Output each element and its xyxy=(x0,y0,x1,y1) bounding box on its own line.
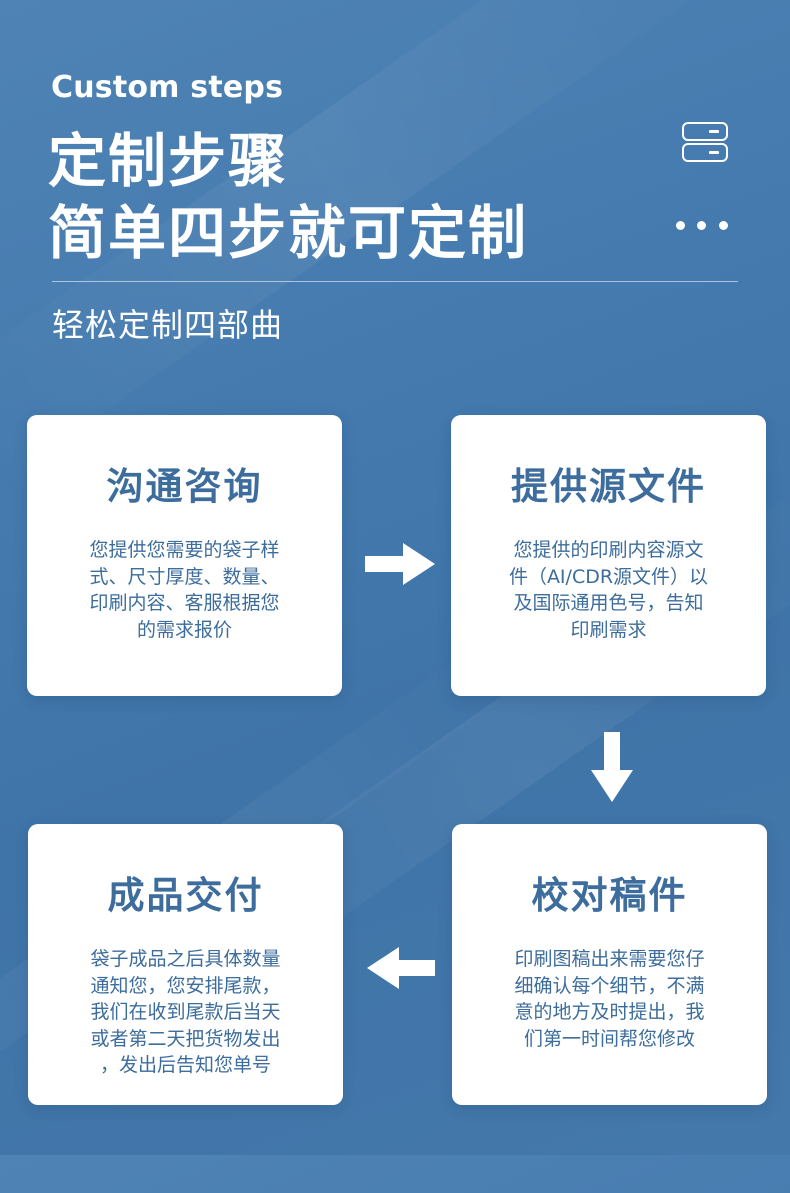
page-title-line-2: 简单四步就可定制 xyxy=(48,199,529,267)
step-description-line: 意的地方及时提出，我 xyxy=(514,1001,705,1023)
step-title: 成品交付 xyxy=(107,874,264,917)
step-description-line: 件（AI/CDR源文件）以 xyxy=(508,565,709,588)
step-description-line: 印刷内容、客服根据您 xyxy=(89,592,280,614)
step-card-proofreading: 校对稿件 印刷图稿出来需要您仔 细确认每个细节，不满 意的地方及时提出，我 们第… xyxy=(452,824,767,1105)
english-subtitle: Custom steps xyxy=(51,70,284,105)
step-card-source-file: 提供源文件 您提供的印刷内容源文 件（AI/CDR源文件）以 及国际通用色号，告… xyxy=(451,415,766,696)
step-description-line: 或者第二天把货物发出 xyxy=(90,1027,281,1050)
step-description-line: 您提供您需要的袋子样 xyxy=(89,539,280,561)
step-description-line: 印刷需求 xyxy=(570,618,647,641)
more-dots-icon xyxy=(676,221,730,231)
header-divider xyxy=(52,281,738,282)
step-description-line: 我们在收到尾款后当天 xyxy=(90,1001,281,1023)
page-title-line-1: 定制步骤 xyxy=(48,127,289,195)
step-description-line: ，发出后告知您单号 xyxy=(99,1054,271,1076)
step-description-line: 通知您，您安排尾款， xyxy=(90,974,281,997)
step-description: 袋子成品之后具体数量 通知您，您安排尾款， 我们在收到尾款后当天 或者第二天把货… xyxy=(66,946,305,1079)
step-title: 沟通咨询 xyxy=(106,465,263,508)
arrow-down-icon xyxy=(591,732,633,802)
step-card-consult: 沟通咨询 您提供您需要的袋子样 式、尺寸厚度、数量、 印刷内容、客服根据您 的需… xyxy=(27,415,342,696)
step-description-line: 细确认每个细节，不满 xyxy=(514,974,705,997)
step-description-line: 您提供的印刷内容源文 xyxy=(513,539,704,561)
step-description-line: 及国际通用色号，告知 xyxy=(513,592,704,614)
step-description-line: 印刷图稿出来需要您仔 xyxy=(514,948,705,970)
step-description: 印刷图稿出来需要您仔 细确认每个细节，不满 意的地方及时提出，我 们第一时间帮您… xyxy=(496,946,723,1052)
step-description: 您提供您需要的袋子样 式、尺寸厚度、数量、 印刷内容、客服根据您 的需求报价 xyxy=(67,537,302,643)
step-title: 提供源文件 xyxy=(511,465,706,508)
step-card-delivery: 成品交付 袋子成品之后具体数量 通知您，您安排尾款， 我们在收到尾款后当天 或者… xyxy=(28,824,343,1105)
step-title: 校对稿件 xyxy=(531,874,688,917)
arrow-left-icon xyxy=(367,947,435,989)
step-description-line: 们第一时间帮您修改 xyxy=(523,1027,695,1050)
server-icon xyxy=(682,122,728,164)
step-description-line: 式、尺寸厚度、数量、 xyxy=(89,565,280,588)
tagline: 轻松定制四部曲 xyxy=(52,306,284,344)
arrow-right-icon xyxy=(365,543,435,585)
step-description-line: 袋子成品之后具体数量 xyxy=(90,948,281,970)
step-description: 您提供的印刷内容源文 件（AI/CDR源文件）以 及国际通用色号，告知 印刷需求 xyxy=(491,537,726,643)
step-description-line: 的需求报价 xyxy=(136,618,232,641)
